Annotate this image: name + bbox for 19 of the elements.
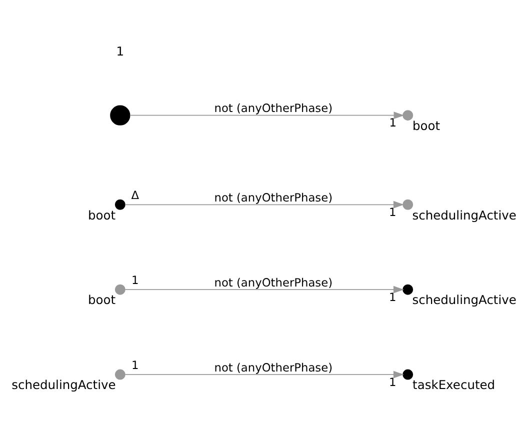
node-label: 1 — [132, 272, 139, 287]
edge-label: not (anyOtherPhase) — [214, 274, 333, 289]
node-label: Δ — [131, 188, 140, 202]
node-label: taskExecuted — [412, 378, 496, 392]
node-label: 1 — [388, 290, 396, 304]
edge-label: not (anyOtherPhase) — [214, 100, 333, 115]
edge-label: not (anyOtherPhase) — [214, 190, 333, 204]
node-label: 1 — [389, 115, 397, 130]
node-label: boot — [412, 118, 440, 132]
node-label: boot — [88, 208, 116, 222]
node-label: 1 — [388, 374, 396, 388]
node-label: schedulingActive — [412, 292, 516, 307]
label: 1 — [116, 44, 124, 58]
node-label: boot — [88, 292, 116, 307]
node-label: schedulingActive — [412, 208, 516, 222]
edge-label: not (anyOtherPhase) — [214, 360, 333, 374]
node-label: 1 — [132, 358, 139, 372]
node-label: 1 — [388, 204, 396, 219]
node-label: schedulingActive — [12, 378, 116, 392]
